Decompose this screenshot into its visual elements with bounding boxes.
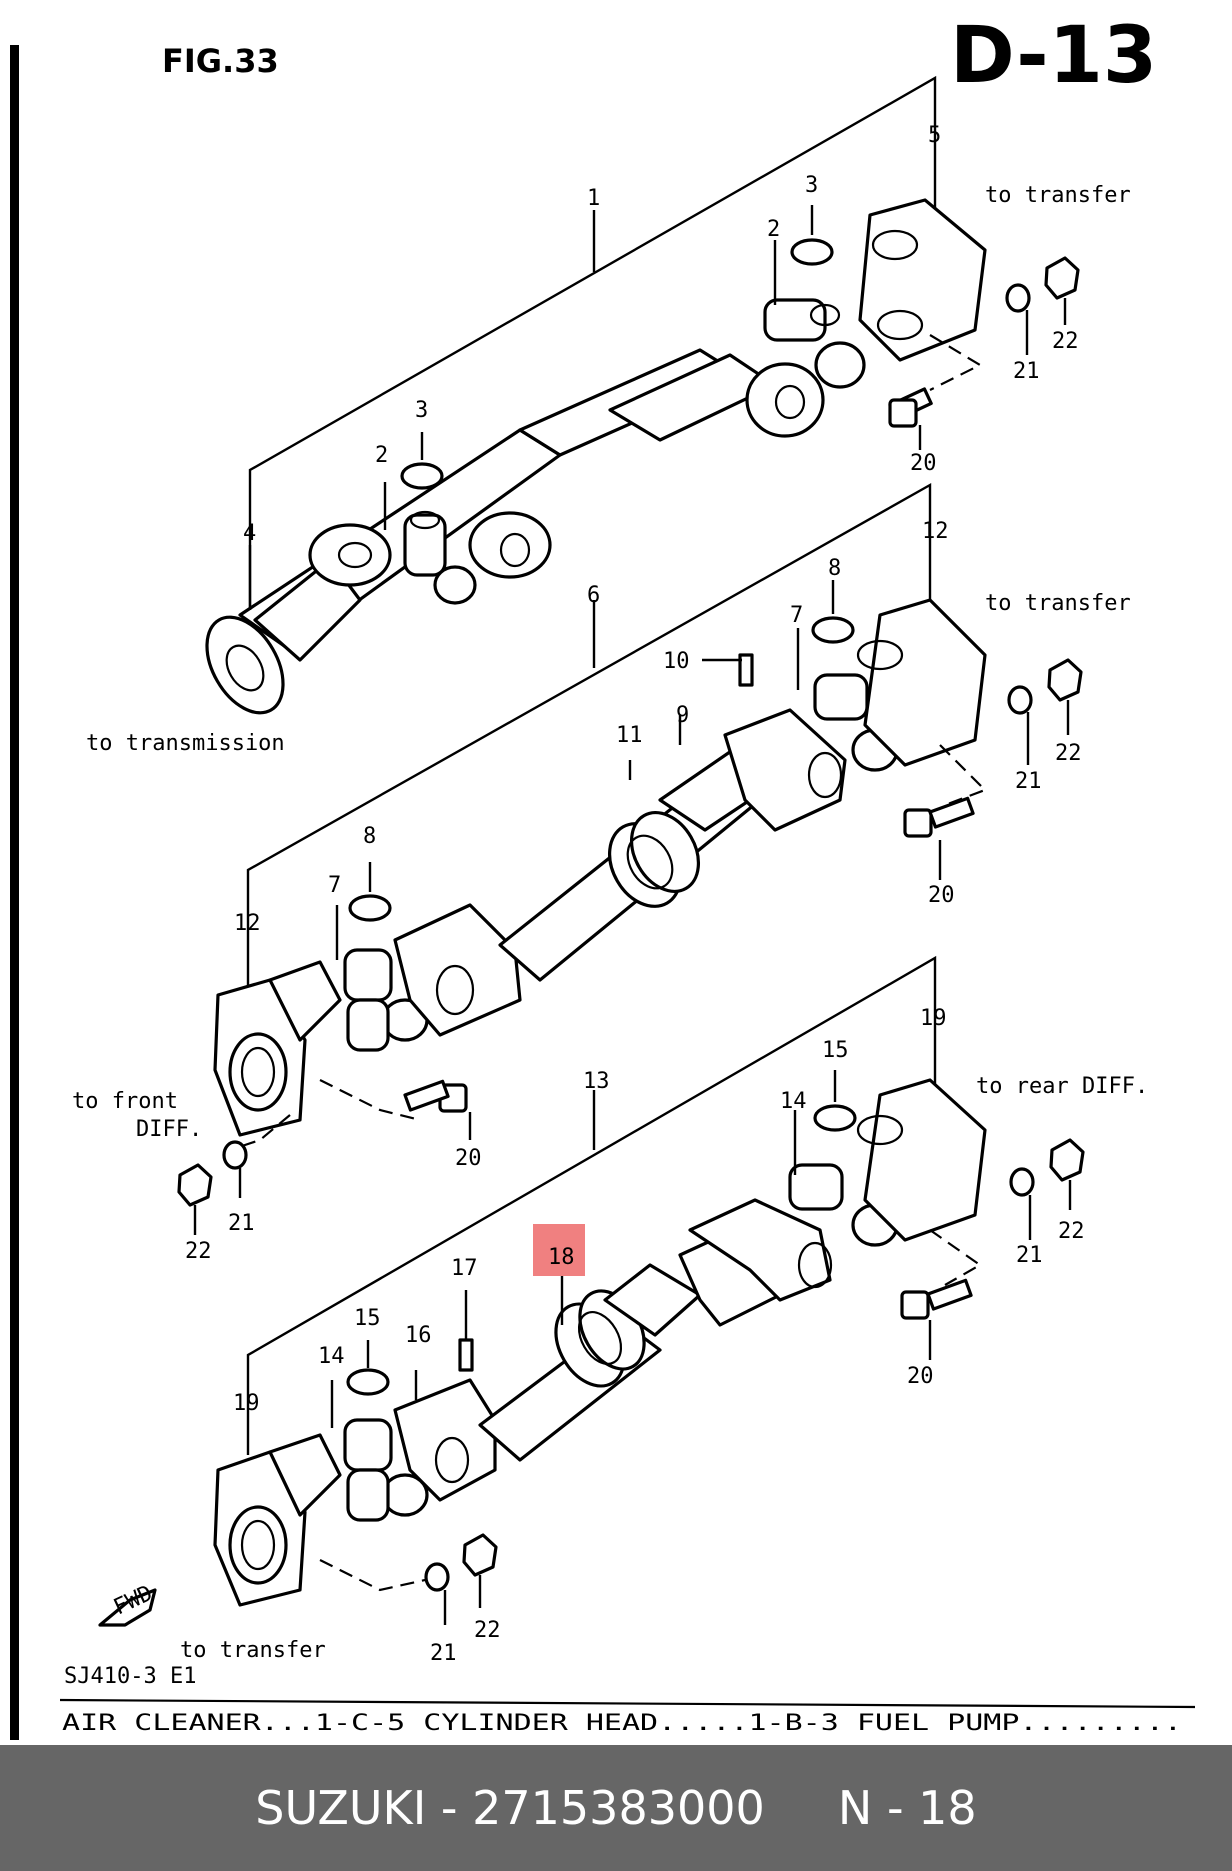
callout-21: 21 bbox=[228, 1211, 255, 1236]
callout-20: 20 bbox=[910, 451, 937, 476]
callout-22: 22 bbox=[185, 1239, 212, 1264]
callout-22: 22 bbox=[1058, 1219, 1085, 1244]
caption-to-front-diff-2: DIFF. bbox=[136, 1117, 202, 1142]
callout-21: 21 bbox=[1013, 359, 1040, 384]
caption-to-transfer-top: to transfer bbox=[985, 183, 1131, 208]
callout-1: 1 bbox=[587, 186, 600, 211]
callout-20: 20 bbox=[455, 1146, 482, 1171]
callout-12: 12 bbox=[234, 911, 261, 936]
callout-13: 13 bbox=[583, 1069, 610, 1094]
callout-7: 7 bbox=[790, 603, 803, 628]
figure-title: FIG.33 bbox=[162, 42, 279, 80]
callout-6: 6 bbox=[587, 583, 600, 608]
callout-14: 14 bbox=[780, 1089, 807, 1114]
callout-14: 14 bbox=[318, 1344, 345, 1369]
index-strip: AIR CLEANER...1-C-5 CYLINDER HEAD.....1-… bbox=[62, 1711, 1182, 1736]
propeller-shaft-middle bbox=[177, 482, 1083, 1235]
footer-page: N - 18 bbox=[837, 1781, 977, 1835]
callout-15: 15 bbox=[822, 1038, 849, 1063]
parts-diagram: FIG.33 D-13 bbox=[10, 11, 1196, 1740]
model-code: SJ410-3 E1 bbox=[64, 1664, 196, 1689]
callout-16: 16 bbox=[405, 1323, 432, 1348]
callout-20: 20 bbox=[907, 1364, 934, 1389]
callout-17: 17 bbox=[451, 1256, 478, 1281]
caption-to-transmission: to transmission bbox=[86, 731, 285, 756]
footer-separator: - bbox=[426, 1781, 473, 1835]
footer-brand: SUZUKI bbox=[255, 1781, 427, 1835]
footer-bar: SUZUKI - 2715383000 N - 18 bbox=[0, 1745, 1232, 1871]
callout-9: 9 bbox=[676, 703, 689, 728]
callout-21: 21 bbox=[1016, 1243, 1043, 1268]
highlight-part-18 bbox=[533, 1224, 585, 1276]
footer-part-number: 2715383000 bbox=[472, 1781, 765, 1835]
callout-4: 4 bbox=[243, 521, 256, 546]
callout-15: 15 bbox=[354, 1306, 381, 1331]
callout-3: 3 bbox=[415, 398, 428, 423]
callout-19: 19 bbox=[920, 1006, 947, 1031]
callout-21: 21 bbox=[430, 1641, 457, 1666]
callout-7: 7 bbox=[328, 873, 341, 898]
page-code: D-13 bbox=[950, 11, 1157, 101]
callout-3: 3 bbox=[805, 173, 818, 198]
callout-18: 18 bbox=[548, 1245, 575, 1270]
callout-8: 8 bbox=[828, 556, 841, 581]
callout-22: 22 bbox=[1055, 741, 1082, 766]
footer-gap bbox=[765, 1781, 838, 1835]
callout-19: 19 bbox=[233, 1391, 260, 1416]
callout-12: 12 bbox=[922, 519, 949, 544]
caption-to-rear-diff: to rear DIFF. bbox=[976, 1074, 1148, 1099]
callout-2: 2 bbox=[767, 217, 780, 242]
callout-2: 2 bbox=[375, 443, 388, 468]
callout-10: 10 bbox=[663, 649, 690, 674]
callout-20: 20 bbox=[928, 883, 955, 908]
callout-5: 5 bbox=[928, 123, 941, 148]
propeller-shaft-front bbox=[205, 75, 1080, 715]
callout-22: 22 bbox=[474, 1618, 501, 1643]
callout-11: 11 bbox=[616, 723, 643, 748]
propeller-shaft-rear bbox=[98, 955, 1085, 1627]
callout-22: 22 bbox=[1052, 329, 1079, 354]
fwd-arrow-icon bbox=[98, 1588, 157, 1627]
caption-to-front-diff: to front bbox=[72, 1089, 178, 1114]
caption-to-transfer-mid: to transfer bbox=[985, 591, 1131, 616]
callout-8: 8 bbox=[363, 824, 376, 849]
callout-21: 21 bbox=[1015, 769, 1042, 794]
scan-border-left bbox=[10, 45, 19, 1740]
caption-to-transfer-bottom: to transfer bbox=[180, 1638, 326, 1663]
